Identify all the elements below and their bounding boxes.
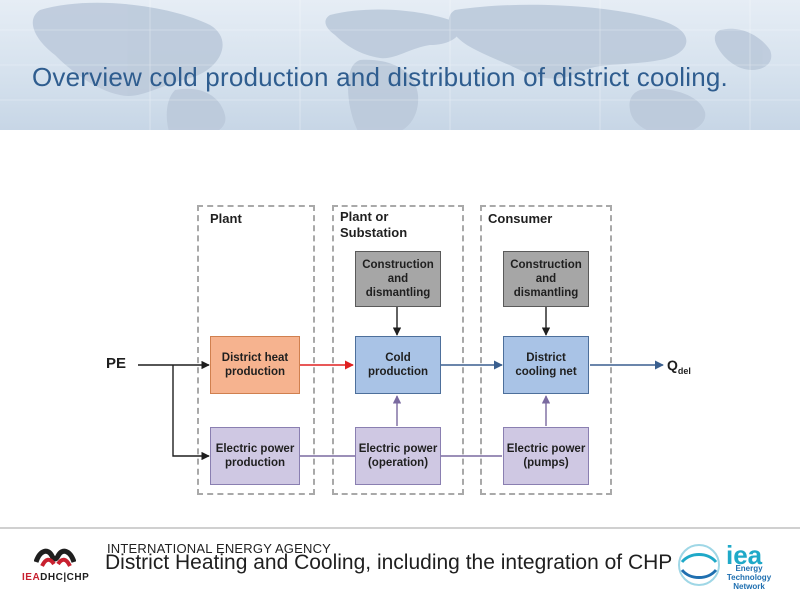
iea-energy-technology-network-logo: iea Energy Technology Network	[676, 540, 786, 591]
box-construction-substation: Construction and dismantling	[355, 251, 441, 307]
iea-wordmark: iea	[726, 540, 763, 570]
box-electric-power-pumps: Electric power (pumps)	[503, 427, 589, 485]
zone-plant	[197, 205, 315, 495]
zone-consumer	[480, 205, 612, 495]
iea-dhc-chp-logo: IEADHC|CHP	[18, 540, 90, 588]
slide-title: Overview cold production and distributio…	[32, 62, 728, 92]
iea-dhc-chp-mark-icon	[34, 548, 76, 567]
footer-divider	[0, 527, 800, 529]
label-qdel-subscript: del	[677, 365, 691, 376]
world-map-background	[0, 0, 800, 130]
zone-label-consumer: Consumer	[488, 211, 553, 226]
globe-icon	[678, 544, 720, 586]
box-cold-production: Cold production	[355, 336, 441, 394]
footer-title: District Heating and Cooling, including …	[105, 551, 673, 574]
box-electric-power-production: Electric power production	[210, 427, 300, 485]
box-electric-power-operation: Electric power (operation)	[355, 427, 441, 485]
box-district-cooling-net: District cooling net	[503, 336, 589, 394]
energy-technology-network-label: Energy Technology Network	[726, 564, 772, 591]
district-cooling-diagram: Plant Plant or Substation Consumer Const…	[100, 200, 720, 500]
box-construction-consumer: Construction and dismantling	[503, 251, 589, 307]
label-qdel-main: Q	[667, 357, 678, 373]
zone-label-plant-or-substation: Plant or Substation	[340, 209, 408, 240]
box-district-heat-production: District heat production	[210, 336, 300, 394]
agency-name: INTERNATIONAL ENERGY AGENCY	[107, 541, 332, 556]
label-pe: PE	[106, 355, 127, 372]
logo-suffix: DHC|CHP	[40, 572, 90, 583]
zone-plant-or-substation	[332, 205, 464, 495]
arrow-pe-to-electric	[172, 365, 210, 461]
zone-label-plant: Plant	[210, 211, 242, 226]
logo-prefix: IEA	[22, 572, 41, 583]
header-banner: Overview cold production and distributio…	[0, 0, 800, 130]
label-qdel: Qdel	[667, 357, 691, 376]
iea-dhc-chp-wordmark: IEADHC|CHP	[22, 572, 89, 583]
